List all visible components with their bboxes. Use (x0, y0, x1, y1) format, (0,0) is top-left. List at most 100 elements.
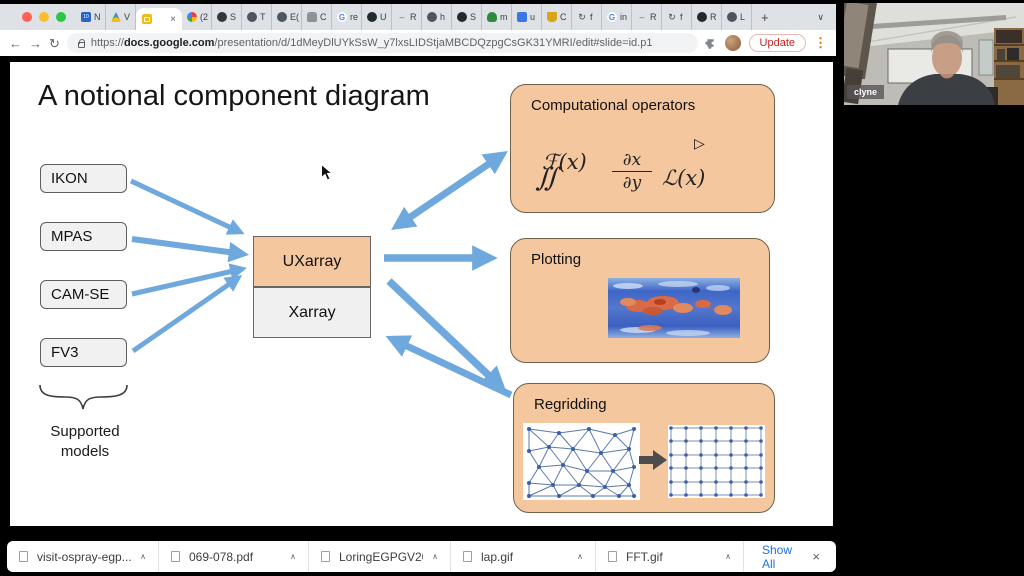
sync-favicon-icon: ↻ (668, 11, 676, 22)
math-script-f: ℱ(x) (542, 150, 587, 174)
new-tab-button[interactable]: + (761, 9, 769, 25)
model-box-fv3[interactable]: FV3 (40, 338, 127, 367)
mouse-cursor (321, 163, 333, 181)
github-favicon-icon (697, 12, 707, 22)
download-item[interactable]: LoringEGPGV2020.pdf∧ (309, 541, 451, 572)
close-window-button[interactable] (22, 12, 32, 22)
dash-favicon-icon: – (399, 12, 405, 22)
apple-favicon-icon (307, 12, 317, 22)
address-bar[interactable]: https://docs.google.com/presentation/d/1… (66, 33, 698, 53)
tab-title: C (560, 12, 567, 22)
computational-operators-box[interactable]: Computational operators (510, 84, 775, 213)
download-chevron-icon[interactable]: ∧ (140, 552, 146, 561)
participant-name-badge: clyne (847, 85, 885, 99)
model-box-cam-se[interactable]: CAM-SE (40, 280, 127, 309)
globe-favicon-icon (427, 12, 437, 22)
file-icon (171, 551, 180, 562)
browser-tab[interactable]: L (722, 4, 752, 30)
browser-tab[interactable]: S (452, 4, 482, 30)
tab-title: re (350, 12, 359, 22)
browser-tab[interactable]: U (362, 4, 392, 30)
browser-tab[interactable]: u (512, 4, 542, 30)
download-chevron-icon[interactable]: ∧ (432, 552, 438, 561)
download-chevron-icon[interactable]: ∧ (725, 552, 731, 561)
downloads-bar-close-icon[interactable]: × (812, 549, 820, 564)
minimize-window-button[interactable] (39, 12, 49, 22)
download-item[interactable]: lap.gif∧ (451, 541, 596, 572)
supported-models-label: Supported models (50, 423, 120, 460)
file-icon (608, 551, 617, 562)
globe-favicon-icon (277, 12, 287, 22)
tab-title: C (320, 12, 327, 22)
browser-tab[interactable]: C (302, 4, 332, 30)
maximize-window-button[interactable] (56, 12, 66, 22)
webcam-video-tile: clyne (844, 3, 1024, 105)
slide-title: A notional component diagram (38, 80, 430, 112)
browser-tab[interactable]: –R (632, 4, 662, 30)
browser-menu-icon[interactable]: ⋮ (814, 35, 827, 50)
browser-tab[interactable]: V (106, 4, 136, 30)
reload-icon[interactable]: ↻ (49, 35, 60, 51)
tab-close-icon[interactable]: × (170, 13, 176, 25)
tab-title: f (680, 12, 683, 22)
tab-title: (2 (200, 12, 209, 22)
google-favicon-icon: G (607, 12, 617, 22)
browser-tab[interactable]: (2 (182, 4, 212, 30)
model-box-ikon[interactable]: IKON (40, 164, 127, 193)
back-icon[interactable]: ← (9, 35, 22, 51)
browser-tab[interactable]: ↻f (662, 4, 692, 30)
global-map-plot-image (608, 278, 740, 338)
file-icon (19, 551, 28, 562)
profile-avatar[interactable] (724, 35, 741, 51)
update-button[interactable]: Update (748, 34, 806, 52)
wheel-favicon-icon (217, 12, 227, 22)
lock-icon[interactable] (77, 38, 86, 48)
tab-title: h (440, 12, 446, 22)
file-icon (463, 551, 472, 562)
browser-tab[interactable]: S (212, 4, 242, 30)
tab-title: V (124, 12, 131, 22)
slides-favicon-icon (142, 14, 152, 24)
tab-title: u (530, 12, 536, 22)
browser-tab[interactable]: E( (272, 4, 302, 30)
globe-favicon-icon (727, 12, 737, 22)
github-favicon-icon (457, 12, 467, 22)
browser-tab[interactable]: –R (392, 4, 422, 30)
forward-icon[interactable]: → (29, 35, 42, 51)
browser-tab[interactable]: m (482, 4, 512, 30)
blue-10-favicon-icon: 10 (81, 12, 91, 22)
uxarray-box[interactable]: UXarray (253, 236, 371, 287)
download-chevron-icon[interactable]: ∧ (577, 552, 583, 561)
file-icon (321, 551, 330, 562)
download-item[interactable]: visit-ospray-egp....pdf∧ (7, 541, 159, 572)
download-item[interactable]: 069-078.pdf∧ (159, 541, 309, 572)
download-item[interactable]: FFT.gif∧ (596, 541, 744, 572)
globe-favicon-icon (247, 12, 257, 22)
download-chevron-icon[interactable]: ∧ (290, 552, 296, 561)
model-box-mpas[interactable]: MPAS (40, 222, 127, 251)
page-viewport: A notional component diagram IKON MPAS CAM… (0, 56, 836, 541)
browser-tab[interactable]: T (242, 4, 272, 30)
extensions-icon[interactable] (704, 37, 717, 49)
tab-title: U (380, 12, 387, 22)
browser-toolbar: ← → ↻ https://docs.google.com/presentati… (0, 30, 836, 56)
dash-favicon-icon: – (639, 12, 645, 22)
browser-tab[interactable]: R (692, 4, 722, 30)
operators-box-title: Computational operators (531, 97, 696, 114)
browser-tab[interactable]: h (422, 4, 452, 30)
browser-tab-active[interactable]: × (136, 8, 182, 30)
sync-favicon-icon: ↻ (578, 11, 586, 22)
xarray-box[interactable]: Xarray (253, 287, 371, 338)
show-all-downloads-link[interactable]: Show All (762, 542, 793, 571)
tab-overflow-chevron-icon[interactable]: ∨ (817, 11, 824, 22)
colorful-favicon-icon (187, 12, 197, 22)
browser-tab[interactable]: ↻f (572, 4, 602, 30)
browser-tab[interactable]: C (542, 4, 572, 30)
drive-favicon-icon (111, 12, 121, 22)
toolbar-right-controls: Update ⋮ (704, 34, 827, 52)
